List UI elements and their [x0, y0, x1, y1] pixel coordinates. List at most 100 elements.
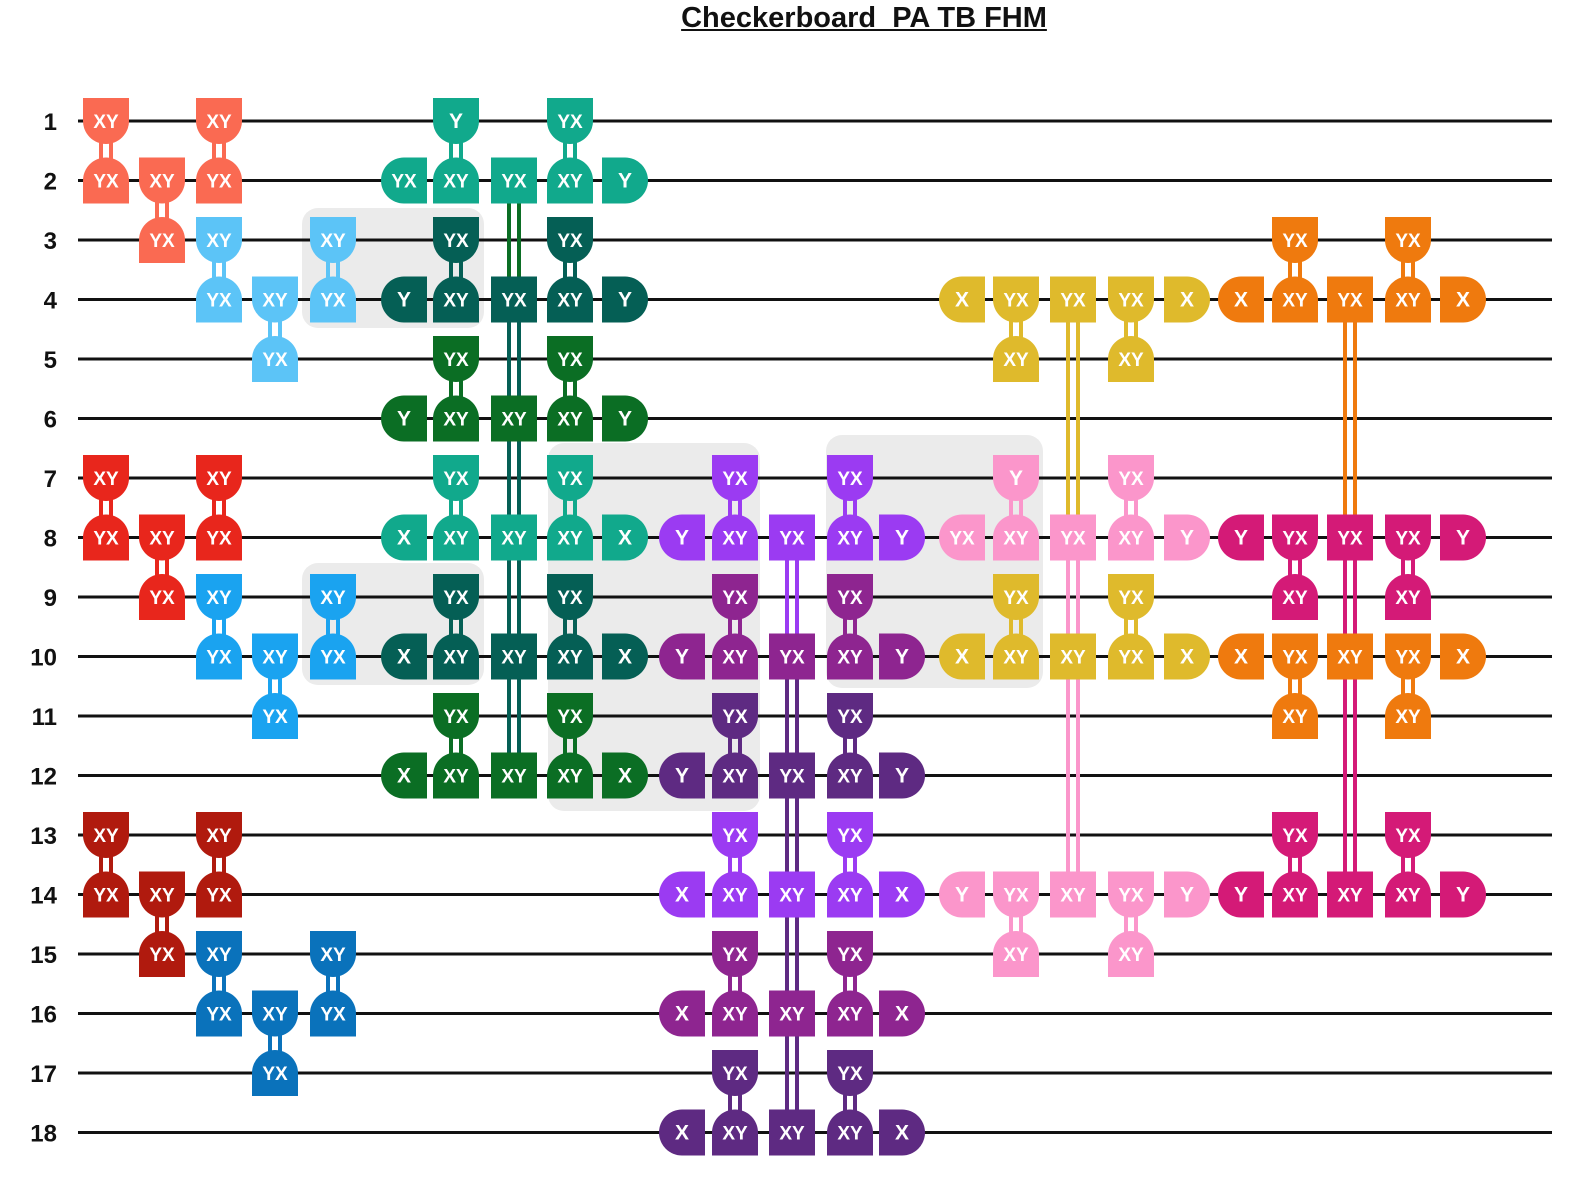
- qubit-label: 7: [44, 466, 57, 493]
- gate: YX: [993, 871, 1039, 918]
- gate: X: [659, 871, 705, 918]
- gate: XY: [547, 157, 593, 204]
- gate-label: YX: [1337, 291, 1363, 312]
- gate-shape: [547, 157, 593, 204]
- gate-label: Y: [618, 289, 632, 312]
- gate-shape: [712, 574, 758, 620]
- gate-shape: [433, 336, 479, 382]
- gate-shape: [83, 455, 129, 501]
- gate-shape: [712, 931, 758, 977]
- gate-shape: [827, 574, 873, 620]
- gate-label: X: [1180, 289, 1194, 312]
- gate: X: [879, 1109, 925, 1156]
- gate-shape: [433, 98, 479, 144]
- gate-shape: [1050, 514, 1096, 561]
- gate-shape: [1385, 574, 1431, 620]
- gate-label: XY: [722, 1124, 748, 1145]
- gate-shape: [879, 514, 925, 561]
- gate-shape: [602, 514, 648, 561]
- gate-label: XY: [1337, 886, 1363, 907]
- gate: XY: [310, 931, 356, 977]
- gate: Y: [381, 395, 427, 442]
- gate: XY: [433, 633, 479, 680]
- gate-shape: [433, 157, 479, 204]
- gate: X: [939, 276, 985, 323]
- gate-shape: [659, 752, 705, 799]
- gate-shape: [712, 1050, 758, 1096]
- gate-label: YX: [837, 826, 863, 847]
- gate-shape: [1385, 276, 1431, 323]
- gate: Y: [939, 871, 985, 918]
- gate: YX: [1327, 276, 1373, 323]
- gate-shape: [1272, 633, 1318, 680]
- gate: YX: [196, 990, 242, 1037]
- gate-label: Y: [1456, 527, 1470, 550]
- gate-label: XY: [1282, 707, 1308, 728]
- gate-shape: [139, 217, 185, 263]
- gate-label: YX: [557, 588, 583, 609]
- gate-label: Y: [397, 408, 411, 431]
- gate-label: XY: [149, 529, 175, 550]
- gate: YX: [827, 931, 873, 977]
- gate-label: XY: [206, 826, 232, 847]
- gate-shape: [1108, 871, 1154, 918]
- gate-label: YX: [501, 291, 527, 312]
- gate-label: XY: [443, 291, 469, 312]
- gate-label: YX: [837, 945, 863, 966]
- gate-shape: [827, 1109, 873, 1156]
- gate: YX: [939, 514, 985, 561]
- gate: YX: [491, 157, 537, 204]
- gate-label: YX: [206, 291, 232, 312]
- gate-label: XY: [1337, 648, 1363, 669]
- gate: XY: [769, 871, 815, 918]
- gate: XY: [139, 157, 185, 204]
- gate-shape: [769, 1109, 815, 1156]
- gate: XY: [83, 98, 129, 144]
- gate-shape: [491, 514, 537, 561]
- gate: X: [1440, 633, 1486, 680]
- gate-shape: [139, 514, 185, 561]
- gate-label: X: [1180, 646, 1194, 669]
- gate-shape: [1050, 871, 1096, 918]
- gate-shape: [939, 514, 985, 561]
- gate-shape: [1272, 514, 1318, 561]
- gate-shape: [381, 633, 427, 680]
- gate-label: YX: [93, 886, 119, 907]
- gate-shape: [381, 157, 427, 204]
- gate-label: XY: [1395, 707, 1421, 728]
- gate-shape: [939, 276, 985, 323]
- gate-label: YX: [722, 707, 748, 728]
- gate: XY: [769, 990, 815, 1037]
- gate-label: YX: [1060, 529, 1086, 550]
- gate: Y: [879, 514, 925, 561]
- qubit-label: 15: [30, 942, 57, 969]
- gate-label: YX: [320, 1005, 346, 1026]
- gate: XY: [547, 276, 593, 323]
- gate-shape: [83, 157, 129, 204]
- gate: XY: [1327, 871, 1373, 918]
- gate: X: [939, 633, 985, 680]
- gate-label: XY: [443, 767, 469, 788]
- gate-shape: [939, 633, 985, 680]
- gate-label: YX: [779, 529, 805, 550]
- gate: Y: [381, 276, 427, 323]
- qubit-label: 3: [44, 228, 57, 255]
- gate: X: [381, 514, 427, 561]
- gate-label: XY: [1118, 945, 1144, 966]
- gate-label: Y: [618, 408, 632, 431]
- gate-label: YX: [779, 767, 805, 788]
- gate: X: [879, 990, 925, 1037]
- gate-label: YX: [501, 172, 527, 193]
- gate: XY: [433, 752, 479, 799]
- gate: YX: [83, 871, 129, 918]
- gate: X: [879, 871, 925, 918]
- gate: XY: [1108, 336, 1154, 382]
- gate-shape: [879, 752, 925, 799]
- gate: YX: [1385, 514, 1431, 561]
- gate-shape: [1272, 812, 1318, 858]
- gate-shape: [433, 752, 479, 799]
- gate: YX: [83, 514, 129, 561]
- gate-label: YX: [1003, 886, 1029, 907]
- gate-label: X: [955, 646, 969, 669]
- gate-label: YX: [779, 648, 805, 669]
